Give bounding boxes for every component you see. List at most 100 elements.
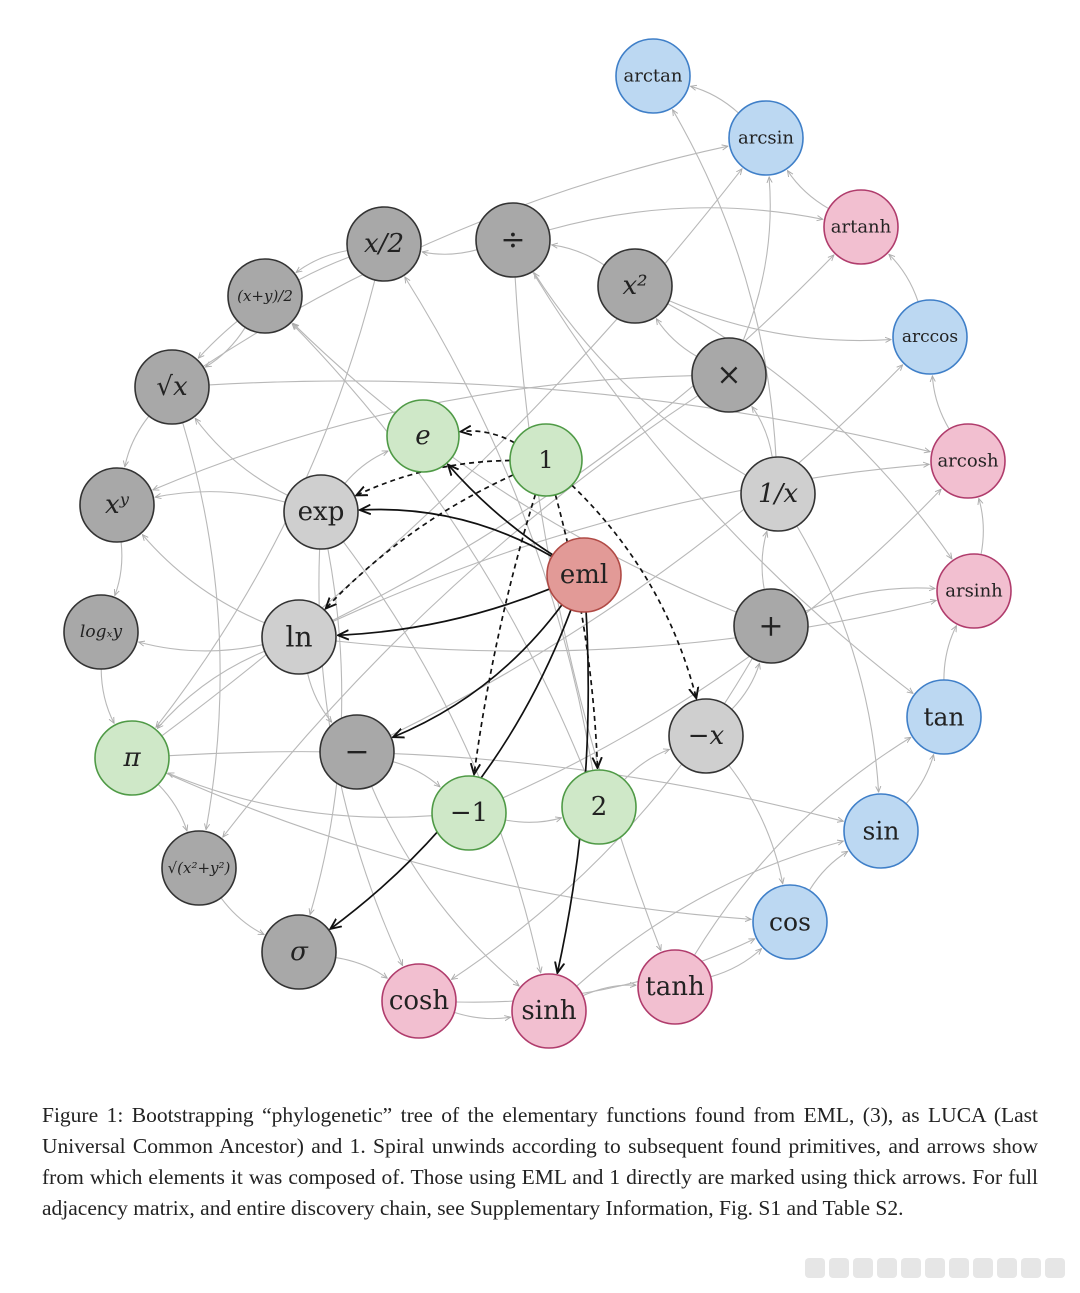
edge-ln-to-pi: [157, 650, 266, 728]
edge-tan-to-arsinh: [943, 626, 957, 681]
node-sin: sin: [843, 793, 919, 869]
edge-inv-to-div: [534, 273, 747, 476]
edge-neg1-to-pi: [168, 773, 433, 818]
edge-times-to-hyp: [223, 394, 699, 837]
node-label-negx: −x: [688, 721, 725, 751]
node-circle-avg: [227, 258, 303, 334]
node-label-sigma: σ: [290, 937, 309, 967]
node-arsinh: arsinh: [936, 553, 1012, 629]
node-circle-two: [561, 769, 637, 845]
edge-arccos-to-artanh: [889, 254, 919, 303]
node-e: e: [386, 399, 460, 473]
node-tan: tan: [906, 679, 982, 755]
node-circle-arsinh: [936, 553, 1012, 629]
node-inv: 1/x: [740, 456, 816, 532]
node-label-arsinh: arsinh: [945, 581, 1003, 602]
node-sqrt: √x: [134, 349, 210, 425]
edge-div-to-half: [422, 249, 478, 255]
node-circle-sigma: [261, 914, 337, 990]
node-hyp: √(x²+y²): [161, 830, 237, 906]
watermark-logo: [805, 1258, 1065, 1278]
node-circle-times: [691, 337, 767, 413]
node-circle-sin: [843, 793, 919, 869]
node-sinh: sinh: [511, 973, 587, 1049]
edge-exp-to-e: [344, 451, 388, 484]
node-circle-half: [346, 206, 422, 282]
node-div: ÷: [475, 202, 551, 278]
node-exp: exp: [283, 474, 359, 550]
node-circle-eml: [546, 537, 622, 613]
edge-cos-to-sin: [808, 851, 847, 891]
node-half: x/2: [346, 206, 422, 282]
edge-ln-to-arsinh: [335, 600, 936, 652]
node-label-sqrt: √x: [156, 372, 188, 402]
node-circle-arccos: [892, 299, 968, 375]
node-minus: −: [319, 714, 395, 790]
edge-neg1-to-two: [505, 818, 561, 823]
edge-sigma-to-cosh: [335, 957, 388, 979]
node-circle-pow: [79, 467, 155, 543]
edge-sqrt-to-hyp: [182, 422, 221, 829]
node-circle-sqrt: [134, 349, 210, 425]
edge-arcosh-to-arccos: [932, 376, 950, 430]
node-one: 1: [509, 423, 583, 497]
node-circle-arcosh: [930, 423, 1006, 499]
edge-tanh-to-cos: [710, 949, 762, 978]
node-circle-e: [386, 399, 460, 473]
node-arccos: arccos: [892, 299, 968, 375]
edge-plus-to-arsinh: [804, 588, 935, 612]
node-two: 2: [561, 769, 637, 845]
edge-half-to-avg: [296, 249, 348, 273]
node-label-pi: π: [122, 743, 141, 773]
node-label-plus: +: [758, 609, 783, 644]
thick-edge-eml-to-e: [448, 465, 554, 556]
edge-minus-to-neg1: [392, 761, 440, 787]
node-times: ×: [691, 337, 767, 413]
edge-inv-to-times: [752, 407, 773, 458]
thick-edge-eml-to-ln: [338, 588, 551, 635]
node-circle-pi: [94, 720, 170, 796]
node-label-sinh: sinh: [521, 996, 576, 1026]
edge-negx-to-plus: [731, 663, 760, 710]
node-circle-tan: [906, 679, 982, 755]
edge-times-to-sq: [656, 319, 698, 357]
edge-sinh-to-sin: [576, 841, 844, 987]
node-label-exp: exp: [298, 497, 345, 527]
edge-sqrt-to-pow: [125, 415, 150, 467]
node-label-e: e: [415, 421, 430, 451]
node-label-cos: cos: [769, 908, 811, 937]
node-avg: (x+y)/2: [227, 258, 303, 334]
thick-edge-one-to-two: [554, 494, 597, 768]
node-artanh: artanh: [823, 189, 899, 265]
node-label-inv: 1/x: [758, 479, 798, 509]
edge-minus-to-arccos: [389, 365, 903, 737]
node-circle-inv: [740, 456, 816, 532]
edge-times-to-arcsin: [742, 177, 770, 342]
node-circle-log: [63, 594, 139, 670]
node-eml: eml: [546, 537, 622, 613]
node-label-cosh: cosh: [389, 986, 450, 1016]
edge-plus-to-inv: [761, 531, 767, 590]
edge-ln-to-arcosh: [332, 464, 930, 623]
node-label-hyp: √(x²+y²): [168, 859, 231, 877]
node-label-neg1: −1: [450, 798, 488, 828]
edge-sq-to-arccos: [668, 300, 891, 341]
edge-pi-to-arcsin: [161, 169, 742, 737]
edge-pi-to-hyp: [157, 783, 187, 831]
node-cos: cos: [752, 884, 828, 960]
node-label-arcosh: arcosh: [937, 451, 998, 472]
edge-ln-to-log: [139, 642, 263, 652]
thick-edge-one-to-negx: [571, 484, 697, 698]
node-neg1: −1: [431, 775, 507, 851]
edge-div-to-artanh: [548, 207, 823, 231]
node-label-artanh: artanh: [831, 217, 892, 238]
thick-edge-eml-to-minus: [393, 604, 563, 737]
thin-edges: [100, 86, 984, 1018]
node-negx: −x: [668, 698, 744, 774]
thick-edge-one-to-neg1: [474, 494, 537, 774]
node-label-one: 1: [538, 446, 553, 474]
node-circle-div: [475, 202, 551, 278]
edge-exp-to-pow: [155, 491, 286, 503]
